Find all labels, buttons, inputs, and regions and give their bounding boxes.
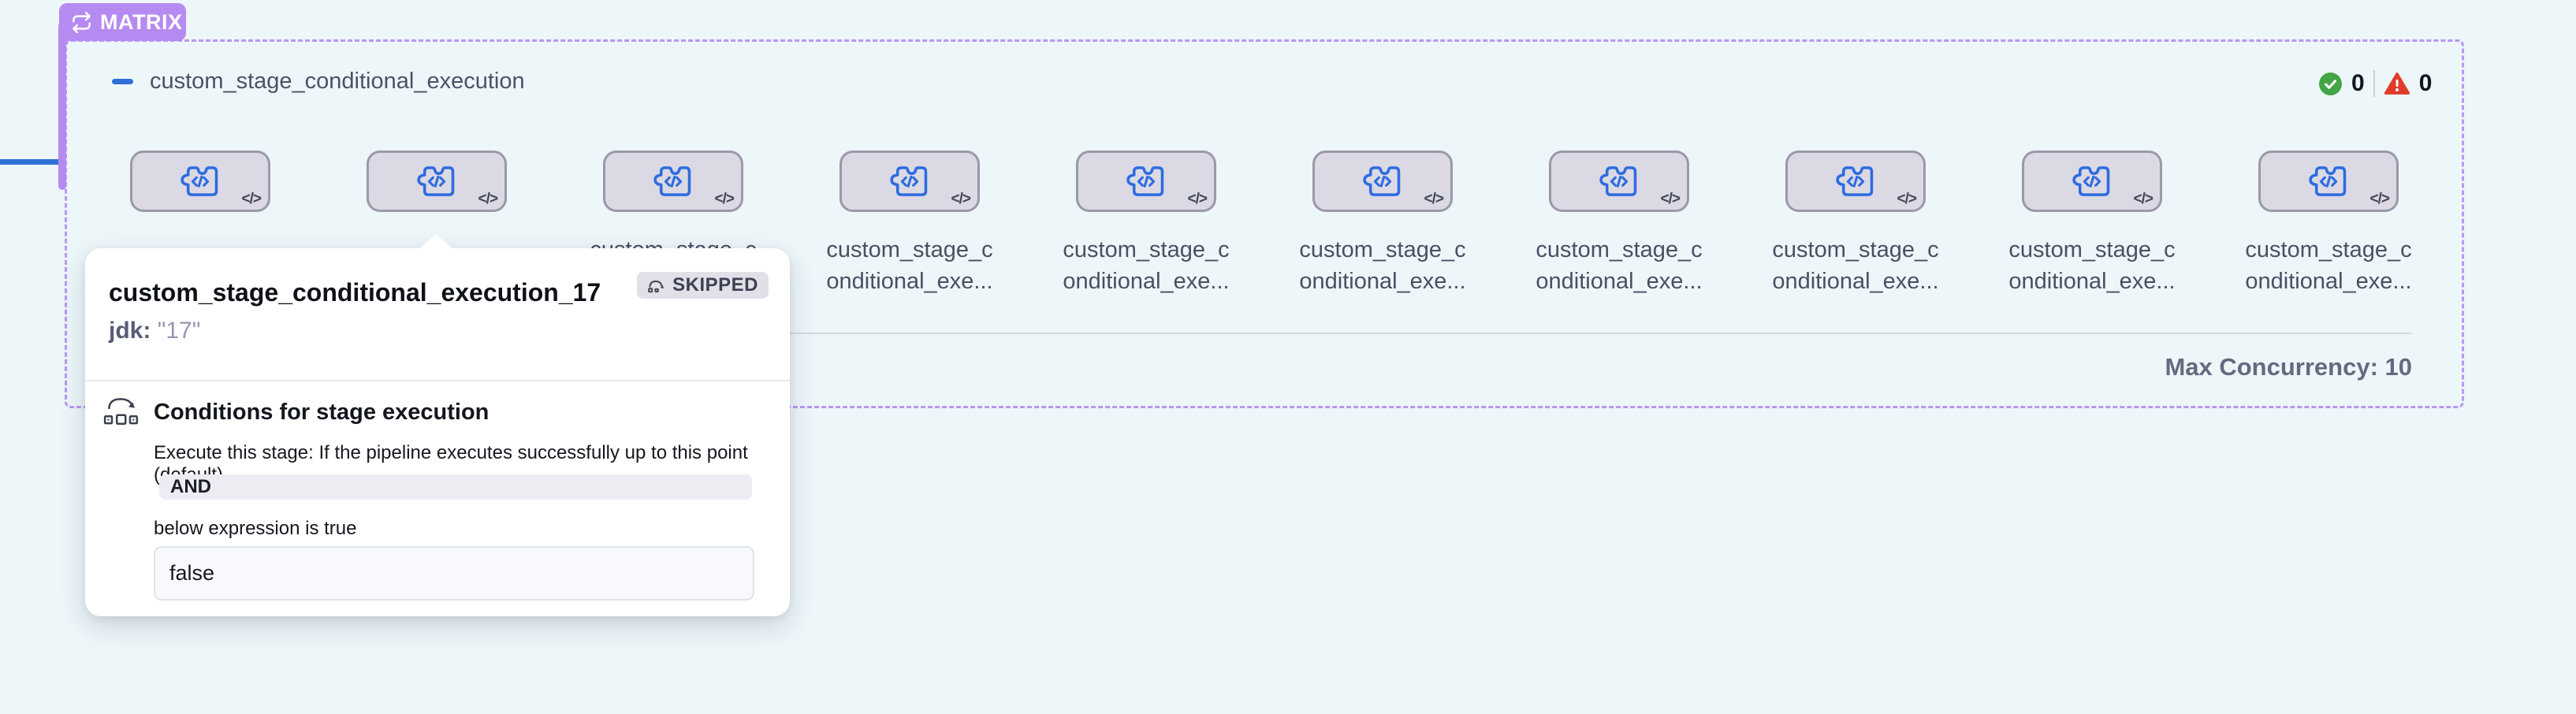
success-icon	[2319, 72, 2342, 95]
matrix-group-container	[65, 39, 2464, 408]
conditional-execution-icon	[103, 398, 139, 425]
stage-node[interactable]: </> custom_stage_conditional_exe...	[590, 151, 757, 294]
status-badge-label: SKIPPED	[672, 274, 758, 296]
matrix-badge-label: MATRIX	[100, 9, 183, 34]
skipped-icon	[648, 280, 664, 292]
code-icon: </>	[951, 191, 972, 207]
collapse-button[interactable]	[112, 79, 133, 84]
loop-icon	[73, 11, 91, 33]
stage-card[interactable]: </>	[1312, 151, 1453, 212]
custom-stage-icon	[181, 166, 218, 196]
expression-value-box: false	[154, 546, 754, 601]
custom-stage-icon	[1836, 166, 1874, 196]
matrix-title: custom_stage_conditional_execution	[150, 69, 525, 94]
stage-card[interactable]: </>	[1549, 151, 1689, 212]
failed-count: 0	[2418, 70, 2433, 96]
custom-stage-icon	[2072, 166, 2110, 196]
stage-node[interactable]: </>	[367, 151, 507, 212]
code-icon: </>	[2369, 191, 2391, 207]
stage-card[interactable]: </>	[1076, 151, 1216, 212]
custom-stage-icon	[890, 166, 928, 196]
stage-details-popover: custom_stage_conditional_execution_17 SK…	[85, 234, 790, 616]
max-concurrency-label: Max Concurrency: 10	[2165, 353, 2412, 381]
custom-stage-icon	[2309, 166, 2347, 196]
code-icon: </>	[1424, 191, 1445, 207]
variable-key: jdk	[109, 318, 143, 344]
stage-card[interactable]: </>	[1785, 151, 1926, 212]
stage-card[interactable]: </>	[130, 151, 270, 212]
stage-node[interactable]: </>	[130, 151, 270, 212]
popover-caret	[419, 234, 452, 249]
failed-warning-icon	[2384, 73, 2410, 95]
expression-caption: below expression is true	[154, 518, 357, 539]
stage-card[interactable]: </>	[839, 151, 980, 212]
stage-card[interactable]: </>	[2022, 151, 2162, 212]
code-icon: </>	[1897, 191, 1918, 207]
code-icon: </>	[241, 191, 262, 207]
stage-card[interactable]: </>	[2258, 151, 2399, 212]
max-concurrency-divider	[91, 333, 2412, 334]
success-count: 0	[2351, 70, 2365, 96]
status-counts: 0 0	[2318, 70, 2432, 97]
custom-stage-icon	[417, 166, 455, 196]
variable-separator: :	[143, 318, 158, 344]
popover-stage-title: custom_stage_conditional_execution_17	[109, 278, 601, 307]
code-icon: </>	[714, 191, 735, 207]
custom-stage-icon	[1599, 166, 1637, 196]
status-badge: SKIPPED	[637, 272, 769, 299]
code-icon: </>	[1660, 191, 1681, 207]
custom-stage-icon	[1126, 166, 1164, 196]
operator-chip: AND	[159, 474, 752, 500]
conditions-heading: Conditions for stage execution	[154, 400, 490, 425]
status-divider	[2373, 70, 2375, 97]
custom-stage-icon	[1363, 166, 1401, 196]
custom-stage-icon	[653, 166, 691, 196]
matrix-border-strip	[58, 22, 66, 190]
popover-separator	[85, 380, 790, 381]
code-icon: </>	[478, 191, 499, 207]
variable-value: "17"	[157, 318, 201, 344]
code-icon: </>	[2133, 191, 2154, 207]
code-icon: </>	[1187, 191, 1208, 207]
pipeline-connector-line	[0, 159, 61, 165]
stage-card[interactable]: </>	[603, 151, 743, 212]
stage-variable: jdk: "17"	[109, 318, 200, 344]
stage-card[interactable]: </>	[367, 151, 507, 212]
matrix-badge[interactable]: MATRIX	[59, 3, 186, 41]
